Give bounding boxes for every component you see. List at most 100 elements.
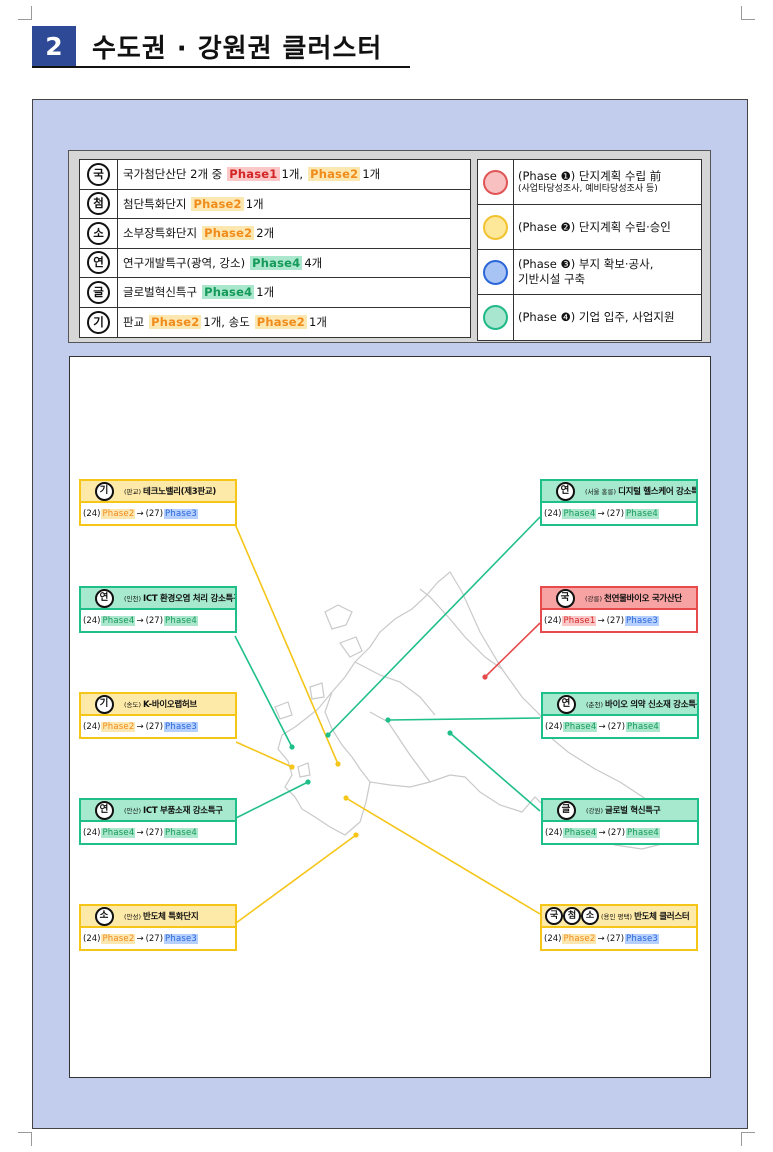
phase-text: (Phase ❸) 부지 확보·공사,기반시설 구축 <box>514 250 701 294</box>
phase-tag: Phase4 <box>626 827 661 838</box>
arrow-icon: → <box>136 615 144 626</box>
arrow-icon: → <box>136 827 144 838</box>
year-label: (27) <box>606 615 625 626</box>
phase-tag: Phase2 <box>101 933 136 944</box>
arrow-icon: → <box>597 615 605 626</box>
location-dot-seoul <box>325 732 331 738</box>
year-label: (27) <box>606 508 625 519</box>
legend-label: 연구개발특구(광역, 강소) <box>123 255 246 270</box>
arrow-icon: → <box>136 508 144 519</box>
callout-region: (안성) <box>124 913 142 921</box>
legend-label: 첨단특화단지 <box>123 196 187 211</box>
legend-label: 판교 <box>123 315 145 330</box>
callout-ansan: 연(안산)ICT 부품소재 강소특구(24)Phase4→(27)Phase4 <box>79 798 237 845</box>
crop-mark <box>18 6 32 20</box>
callout-region: (안산) <box>124 807 142 815</box>
callout-phase-progress: (24)Phase1→(27)Phase3 <box>542 610 696 631</box>
phase-tag: Phase3 <box>164 933 199 944</box>
legend-symbol-cell: 글 <box>80 278 118 307</box>
phase-tag: Phase3 <box>625 933 660 944</box>
phase-tag: Phase2 <box>562 933 597 944</box>
callout-name: 디지털 헬스케어 강소특구 <box>618 487 696 497</box>
callout-phase-progress: (24)Phase2→(27)Phase3 <box>81 928 235 949</box>
phase-text: (Phase ❶) 단지계획 수립 前(사업타당성조사, 예비타당성조사 등) <box>514 160 701 204</box>
callout-icons: 소 <box>84 906 124 926</box>
phase-tag: Phase2 <box>101 721 136 732</box>
arrow-icon: → <box>598 721 606 732</box>
crop-mark <box>741 6 755 20</box>
callout-icons: 연 <box>546 694 586 714</box>
cluster-type-icon: 첨 <box>563 907 581 925</box>
year-label: (24) <box>83 615 101 626</box>
callout-icons: 연 <box>545 481 585 501</box>
phase-legend-table: (Phase ❶) 단지계획 수립 前(사업타당성조사, 예비타당성조사 등)(… <box>477 159 702 341</box>
year-label: (27) <box>145 827 164 838</box>
legend-count: 1개, 송도 <box>203 315 250 330</box>
cluster-type-icon: 글 <box>556 800 576 820</box>
phase-color-dot <box>483 259 508 285</box>
arrow-icon: → <box>136 933 144 944</box>
year-label: (27) <box>145 933 164 944</box>
cluster-type-icon: 국 <box>555 588 575 608</box>
arrow-icon: → <box>597 508 605 519</box>
phase-tag: Phase3 <box>164 508 199 519</box>
year-label: (27) <box>607 721 626 732</box>
callout-region: (송도) <box>124 701 142 709</box>
year-label: (24) <box>544 933 562 944</box>
cluster-type-icon: 기 <box>87 310 110 334</box>
year-label: (27) <box>145 721 164 732</box>
year-label: (27) <box>145 508 164 519</box>
legend-symbol-cell: 국 <box>80 160 118 189</box>
cluster-type-icon: 소 <box>581 907 599 925</box>
callout-icons: 연 <box>84 588 124 608</box>
callout-region: (서울 홍릉) <box>585 488 617 496</box>
legend-count: 1개 <box>309 315 327 330</box>
phase-dot-cell <box>478 160 514 204</box>
phase-tag: Phase4 <box>164 615 199 626</box>
legend-count: 4개 <box>304 255 323 270</box>
cluster-type-icon: 소 <box>94 906 114 926</box>
phase-tag: Phase2 <box>254 315 308 330</box>
legend-symbol-cell: 소 <box>80 219 118 248</box>
crop-mark <box>18 1132 32 1146</box>
legend-symbol-cell: 기 <box>80 307 118 337</box>
legend-count: 2개 <box>256 226 275 241</box>
callout-name: 반도체 클러스터 <box>634 912 690 922</box>
phase-tag: Phase1 <box>562 615 597 626</box>
phase-tag: Phase4 <box>626 721 661 732</box>
year-label: (27) <box>607 827 626 838</box>
cluster-type-icon: 기 <box>94 694 114 714</box>
callout-name: 천연물바이오 국가산단 <box>604 594 682 604</box>
callout-anseong: 소(안성)반도체 특화단지(24)Phase2→(27)Phase3 <box>79 904 237 951</box>
callout-header: 연(안산)ICT 부품소재 강소특구 <box>81 800 235 822</box>
location-dot-incheon <box>289 744 295 750</box>
map-outline <box>274 571 679 850</box>
legend-count: 1개 <box>245 196 264 211</box>
callout-phase-progress: (24)Phase2→(27)Phase3 <box>542 928 696 949</box>
phase-tag: Phase4 <box>625 508 660 519</box>
section-title: 수도권 · 강원권 클러스터 <box>92 34 383 64</box>
year-label: (27) <box>145 615 164 626</box>
phase-detail: (사업타당성조사, 예비타당성조사 등) <box>518 183 658 194</box>
phase-title: (Phase ❸) 부지 확보·공사, <box>518 257 654 272</box>
location-dot-pangyo <box>335 761 341 767</box>
callout-header: 소(안성)반도체 특화단지 <box>81 906 235 928</box>
phase-text: (Phase ❹) 기업 입주, 사업지원 <box>514 295 701 340</box>
phase-dot-cell <box>478 205 514 249</box>
callout-header: 연(서울 홍릉)디지털 헬스케어 강소특구 <box>542 481 696 503</box>
callout-incheon-ict: 연(인천)ICT 환경오염 처리 강소특구(24)Phase4→(27)Phas… <box>79 586 237 633</box>
year-label: (24) <box>83 508 101 519</box>
callout-header: 기(판교)테크노밸리(제3판교) <box>81 481 235 503</box>
year-label: (27) <box>606 933 625 944</box>
phase-tag: Phase1 <box>227 167 280 182</box>
callout-phase-progress: (24)Phase4→(27)Phase4 <box>542 503 696 524</box>
